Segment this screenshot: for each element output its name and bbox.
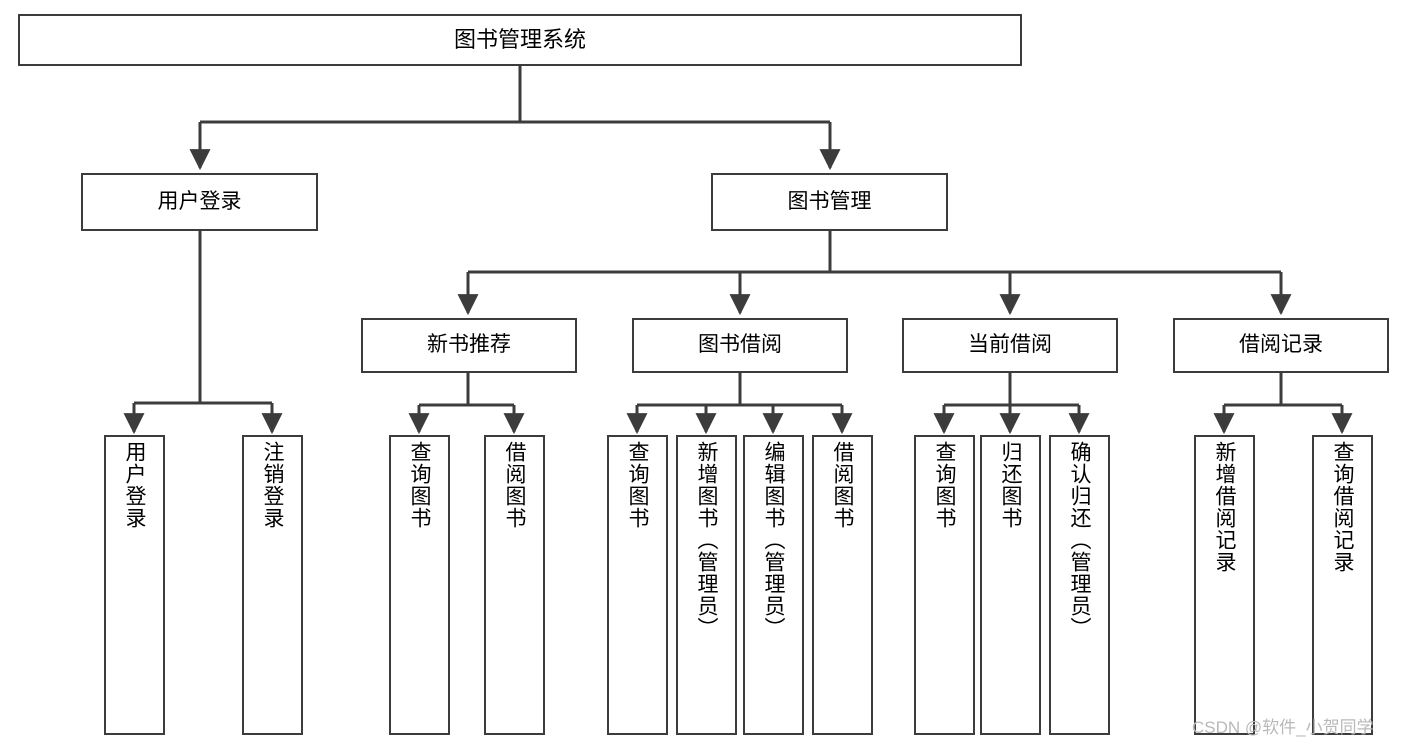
node-current-borrow-label: 当前借阅 xyxy=(968,333,1052,357)
node-leaf-query-book-2-label: 查询图书 xyxy=(626,441,649,529)
node-leaf-user-login[interactable]: 用户登录 xyxy=(104,435,165,735)
node-leaf-borrow-book-2-label: 借阅图书 xyxy=(831,441,854,529)
node-leaf-query-record-label: 查询借阅记录 xyxy=(1331,441,1354,573)
node-leaf-query-book-1-label: 查询图书 xyxy=(408,441,431,529)
node-leaf-return-book-label: 归还图书 xyxy=(999,441,1022,529)
node-leaf-borrow-book-1-label: 借阅图书 xyxy=(503,441,526,529)
node-root-label: 图书管理系统 xyxy=(453,27,586,53)
node-leaf-borrow-book-2[interactable]: 借阅图书 xyxy=(812,435,873,735)
node-book-borrow[interactable]: 图书借阅 xyxy=(632,318,848,373)
node-leaf-confirm-return[interactable]: 确认归还（管理员） xyxy=(1049,435,1110,735)
node-book-management-label: 图书管理 xyxy=(787,189,872,213)
node-new-book-recommend-label: 新书推荐 xyxy=(427,333,511,357)
node-user-login[interactable]: 用户登录 xyxy=(81,173,318,231)
node-root[interactable]: 图书管理系统 xyxy=(18,14,1022,66)
node-book-borrow-label: 图书借阅 xyxy=(698,333,782,357)
node-new-book-recommend[interactable]: 新书推荐 xyxy=(361,318,577,373)
node-leaf-logout-label: 注销登录 xyxy=(261,441,284,529)
node-leaf-edit-book[interactable]: 编辑图书（管理员） xyxy=(743,435,804,735)
node-leaf-add-record[interactable]: 新增借阅记录 xyxy=(1194,435,1255,735)
node-leaf-query-book-1[interactable]: 查询图书 xyxy=(389,435,450,735)
node-leaf-edit-book-label: 编辑图书（管理员） xyxy=(762,441,785,639)
node-leaf-add-book[interactable]: 新增图书（管理员） xyxy=(676,435,737,735)
node-user-login-label: 用户登录 xyxy=(157,189,242,213)
node-leaf-query-record[interactable]: 查询借阅记录 xyxy=(1312,435,1373,735)
node-leaf-borrow-book-1[interactable]: 借阅图书 xyxy=(484,435,545,735)
node-book-management[interactable]: 图书管理 xyxy=(711,173,948,231)
node-leaf-return-book[interactable]: 归还图书 xyxy=(980,435,1041,735)
node-leaf-confirm-return-label: 确认归还（管理员） xyxy=(1068,441,1091,639)
node-current-borrow[interactable]: 当前借阅 xyxy=(902,318,1118,373)
node-borrow-record[interactable]: 借阅记录 xyxy=(1173,318,1389,373)
node-leaf-query-book-3-label: 查询图书 xyxy=(933,441,956,529)
node-borrow-record-label: 借阅记录 xyxy=(1239,333,1323,357)
node-leaf-add-book-label: 新增图书（管理员） xyxy=(695,441,718,639)
csdn-watermark: CSDN @软件_小贺同学 xyxy=(1192,718,1374,737)
node-leaf-query-book-2[interactable]: 查询图书 xyxy=(607,435,668,735)
node-leaf-add-record-label: 新增借阅记录 xyxy=(1213,441,1236,573)
node-leaf-user-login-label: 用户登录 xyxy=(123,441,146,529)
node-leaf-logout[interactable]: 注销登录 xyxy=(242,435,303,735)
node-leaf-query-book-3[interactable]: 查询图书 xyxy=(914,435,975,735)
